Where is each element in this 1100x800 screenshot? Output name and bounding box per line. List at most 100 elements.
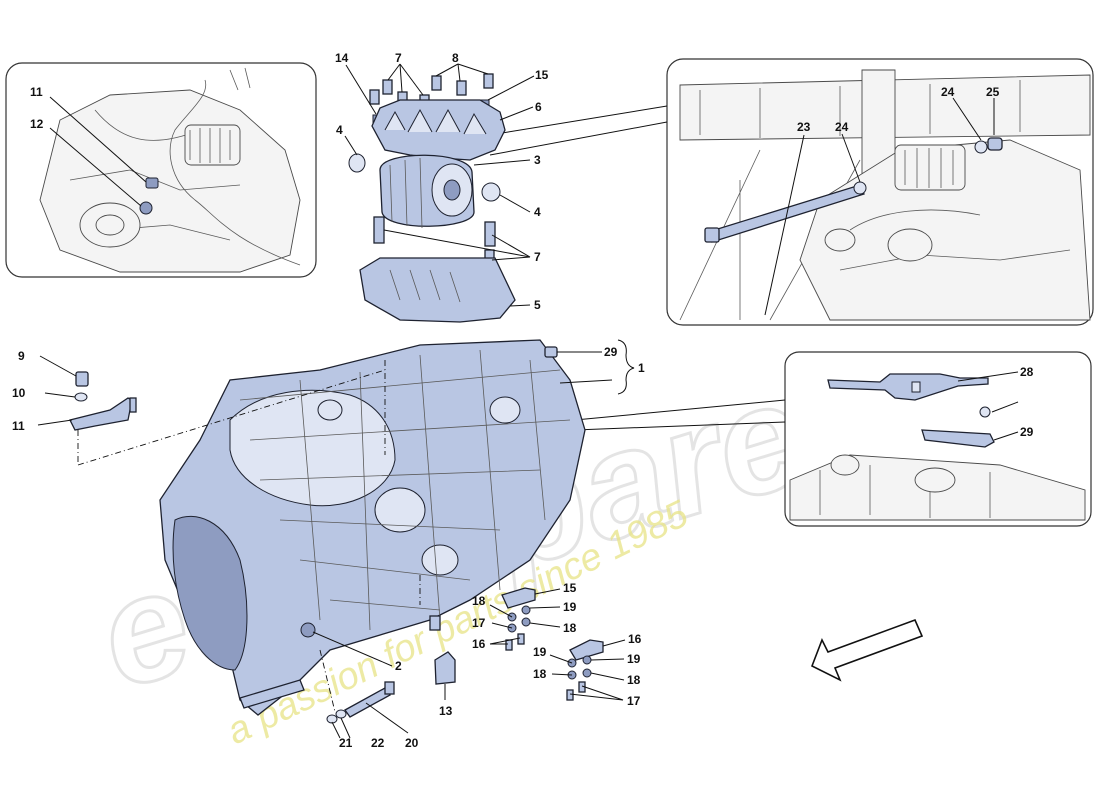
label-6: 6 bbox=[535, 100, 542, 114]
label-8-right: 8 bbox=[452, 51, 459, 65]
nut-18-d bbox=[582, 668, 592, 678]
label-17-b: 17 bbox=[627, 694, 641, 708]
bolt-8-e bbox=[431, 75, 442, 91]
washer-21 bbox=[326, 714, 338, 724]
inset-part-23-end bbox=[704, 227, 720, 243]
label-16-upper: 15 bbox=[563, 581, 577, 595]
gearbox-housing bbox=[159, 339, 586, 716]
label-21: 21 bbox=[339, 736, 353, 750]
cover-6-ribs bbox=[384, 108, 487, 135]
label-14: 13 bbox=[439, 704, 453, 718]
part-28-circlip bbox=[979, 406, 991, 418]
housing-rod-lower bbox=[239, 679, 305, 709]
label-19-b: 19 bbox=[563, 600, 577, 614]
label-9: 9 bbox=[18, 349, 25, 363]
label-18-a: 17 bbox=[472, 616, 486, 630]
nut-19-d bbox=[582, 655, 592, 665]
housing-5 bbox=[359, 257, 516, 323]
label-24-b: 24 bbox=[941, 85, 955, 99]
washer-10 bbox=[74, 392, 88, 402]
label-3: 3 bbox=[534, 153, 541, 167]
inset-gearbox-sketch bbox=[39, 67, 301, 273]
bracket-11 bbox=[69, 397, 133, 431]
bracket-16-lower bbox=[569, 639, 604, 661]
part-26-nut bbox=[911, 381, 921, 393]
bracket-11-pin bbox=[129, 397, 137, 413]
label-4-left: 4 bbox=[336, 123, 343, 137]
inset-frame-sketch bbox=[679, 69, 1091, 321]
washer-4-left bbox=[348, 153, 366, 173]
label-20: 20 bbox=[405, 736, 419, 750]
inset-linkage-detail: 28 29 bbox=[784, 351, 1092, 527]
bolt-8-b bbox=[382, 79, 393, 95]
housing-plug-lower bbox=[429, 615, 441, 631]
label-27: 29 bbox=[1020, 425, 1034, 439]
inset-part-25 bbox=[987, 137, 1003, 151]
mount-14 bbox=[434, 651, 456, 685]
label-8-left: 7 bbox=[395, 51, 402, 65]
label-10: 10 bbox=[12, 386, 26, 400]
washer-4-right bbox=[481, 182, 501, 202]
label-18-d: 18 bbox=[627, 673, 641, 687]
rod-20-head bbox=[384, 681, 395, 695]
label-18-c: 18 bbox=[533, 667, 547, 681]
label-16-lower: 16 bbox=[628, 632, 642, 646]
bolt-8-a bbox=[369, 89, 380, 105]
label-19-a: 18 bbox=[472, 594, 486, 608]
label-29: 29 bbox=[604, 345, 618, 359]
label-4-right: 4 bbox=[534, 205, 541, 219]
label-11: 11 bbox=[12, 419, 25, 433]
label-18-b: 18 bbox=[563, 621, 577, 635]
housing-port-d bbox=[317, 399, 343, 421]
label-12: 11 bbox=[30, 85, 43, 99]
label-19-c: 19 bbox=[533, 645, 547, 659]
nut-18-b bbox=[521, 617, 531, 627]
front-direction-arrow-icon bbox=[810, 618, 924, 682]
bolt-17-c bbox=[566, 689, 574, 701]
drum-3-hub bbox=[443, 179, 461, 201]
label-24-a: 24 bbox=[835, 120, 849, 134]
label-26: 28 bbox=[1020, 365, 1034, 379]
rod-20 bbox=[344, 687, 391, 718]
label-5: 5 bbox=[534, 298, 541, 312]
left-bracket-assembly bbox=[69, 371, 137, 431]
washer-22 bbox=[335, 709, 347, 719]
plug-29 bbox=[544, 346, 558, 358]
bracket-16-upper bbox=[501, 587, 536, 609]
label-1: 1 bbox=[638, 361, 645, 375]
bracket-group-1 bbox=[617, 339, 635, 395]
bolt-7-left bbox=[373, 216, 385, 244]
bolt-7-mid bbox=[484, 221, 496, 247]
label-22: 22 bbox=[371, 736, 385, 750]
inset-part-24-a bbox=[853, 181, 867, 195]
label-17-a: 16 bbox=[472, 637, 486, 651]
housing-port-c bbox=[489, 396, 521, 424]
inset-part-12 bbox=[145, 177, 159, 189]
label-7: 7 bbox=[534, 250, 541, 264]
label-19-d: 19 bbox=[627, 652, 641, 666]
label-25: 25 bbox=[986, 85, 1000, 99]
housing-side-flange bbox=[172, 515, 248, 671]
bolt-17-a bbox=[505, 639, 513, 651]
inset-frame-detail: 23 24 24 25 bbox=[666, 58, 1094, 326]
bolt-9 bbox=[75, 371, 89, 387]
bolt-8-f bbox=[456, 80, 467, 96]
housing-port-a bbox=[374, 487, 426, 533]
lower-fasteners bbox=[326, 587, 604, 724]
bolt-8-g bbox=[483, 73, 494, 89]
inset-linkage-sketch bbox=[789, 373, 1086, 521]
label-13: 12 bbox=[30, 117, 44, 131]
nut-19-b bbox=[521, 605, 531, 615]
housing-port-b bbox=[421, 544, 459, 576]
housing-plug-2 bbox=[300, 622, 316, 638]
part-26-bracket bbox=[827, 373, 989, 401]
inset-part-13 bbox=[139, 201, 153, 215]
label-15-right: 15 bbox=[535, 68, 549, 82]
inset-part-24-b bbox=[974, 140, 988, 154]
upper-assembly bbox=[348, 73, 516, 323]
bolt-17-b bbox=[517, 633, 525, 645]
label-15-left: 14 bbox=[335, 51, 349, 65]
label-23: 23 bbox=[797, 120, 811, 134]
label-2: 2 bbox=[395, 659, 402, 673]
